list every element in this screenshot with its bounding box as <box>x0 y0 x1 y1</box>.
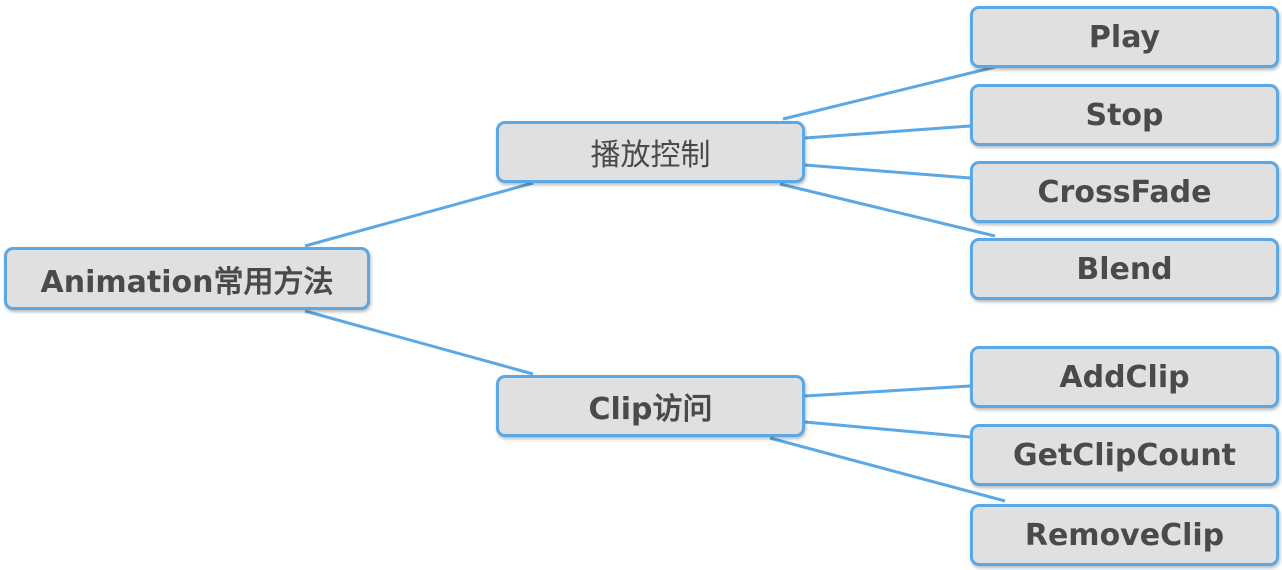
leaf-node-label: AddClip <box>1059 359 1190 395</box>
connector-play-control-blend <box>779 182 996 238</box>
connector-play-control-play <box>782 65 996 121</box>
leaf-node-label: Blend <box>1076 251 1173 287</box>
leaf-node-play[interactable]: Play <box>970 6 1279 68</box>
leaf-node-blend[interactable]: Blend <box>970 238 1279 300</box>
root-node-label: Animation常用方法 <box>40 264 334 300</box>
branch-node-clip-access[interactable]: Clip访问 <box>496 375 805 437</box>
leaf-node-stop[interactable]: Stop <box>970 84 1279 146</box>
leaf-node-removeclip[interactable]: RemoveClip <box>970 504 1279 566</box>
connector-clip-access-getclipcount <box>804 420 971 439</box>
branch-node-play-control[interactable]: 播放控制 <box>496 121 805 183</box>
branch-node-label: Clip访问 <box>588 392 713 427</box>
root-node[interactable]: Animation常用方法 <box>4 247 370 310</box>
leaf-node-getclipcount[interactable]: GetClipCount <box>970 424 1279 486</box>
connector-root-clip-access <box>304 309 534 376</box>
leaf-node-label: RemoveClip <box>1024 517 1225 553</box>
leaf-node-addclip[interactable]: AddClip <box>970 346 1279 408</box>
connector-clip-access-removeclip <box>769 436 1006 503</box>
leaf-node-label: Play <box>1088 19 1161 55</box>
connector-play-control-crossfade <box>804 163 971 180</box>
connector-clip-access-addclip <box>804 384 971 398</box>
leaf-node-label: GetClipCount <box>1012 437 1237 473</box>
leaf-node-crossfade[interactable]: CrossFade <box>970 161 1279 223</box>
leaf-node-label: Stop <box>1085 97 1164 133</box>
connector-play-control-stop <box>804 124 971 140</box>
branch-node-label: 播放控制 <box>590 138 711 173</box>
leaf-node-label: CrossFade <box>1037 174 1212 210</box>
connector-root-play-control <box>304 181 534 248</box>
